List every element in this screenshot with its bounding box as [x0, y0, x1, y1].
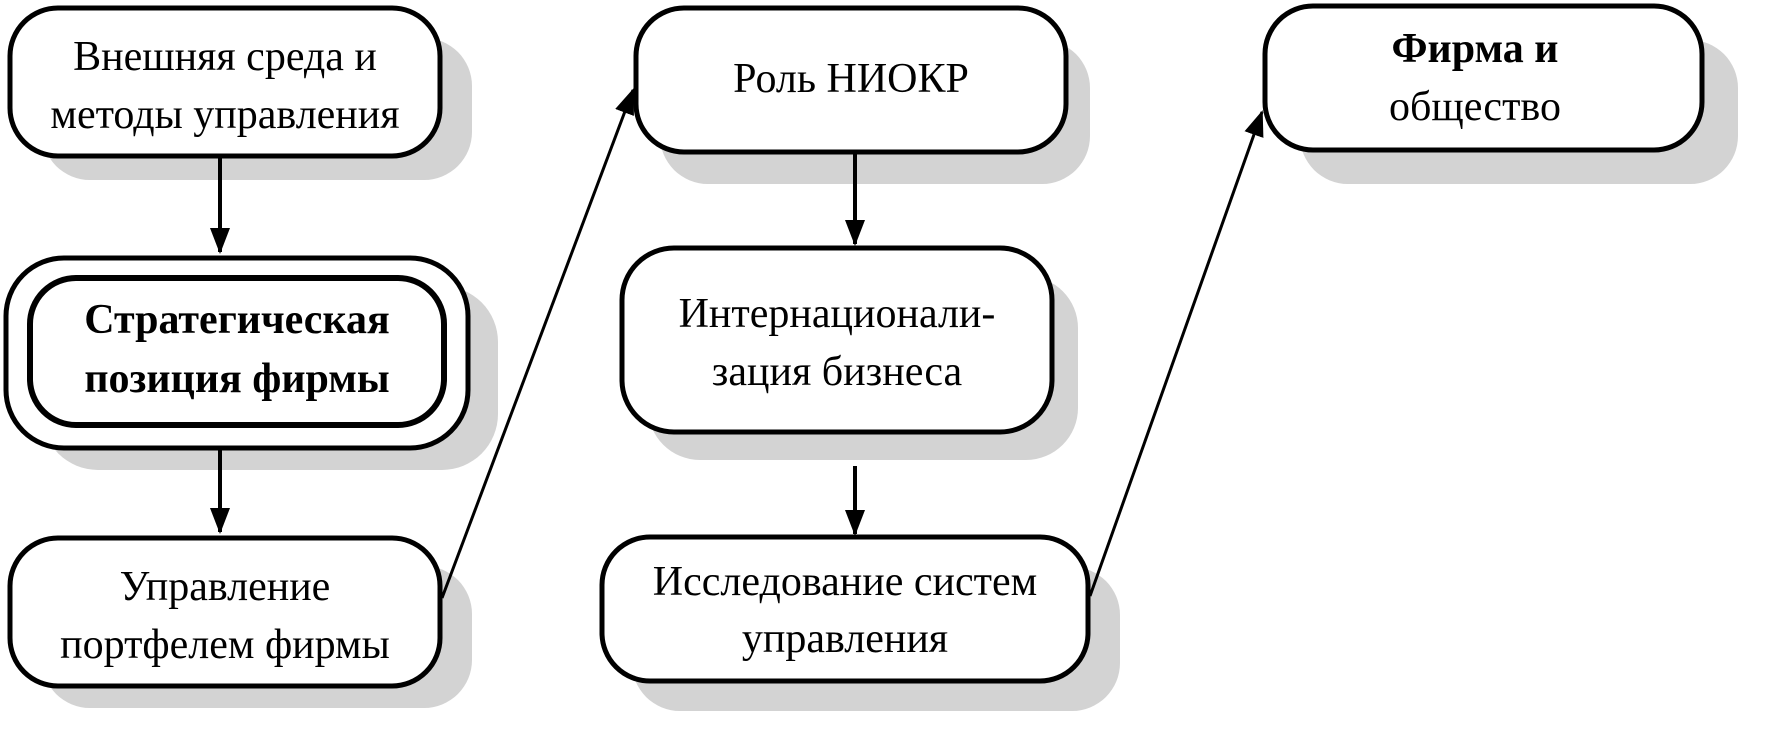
node-strategic-position-line2: позиция фирмы — [84, 356, 389, 402]
node-strategic-position: Стратегическая позиция фирмы — [84, 297, 390, 402]
arrow-research-to-firm-society — [1088, 110, 1264, 597]
node-portfolio-mgmt-line1: Управление — [120, 564, 331, 610]
node-external-env-line1: Внешняя среда и — [73, 34, 377, 80]
node-strategic-position-line1: Стратегическая — [84, 297, 390, 343]
node-internationalization-line1: Интернационали- — [679, 291, 996, 337]
node-firm-society-line1: Фирма и — [1391, 26, 1558, 72]
node-mgmt-systems-research-line1: Исследование систем — [653, 559, 1037, 605]
arrow-portfolio-to-rnd — [440, 88, 635, 599]
box-strategic-position-inner — [27, 275, 447, 428]
node-internationalization: Интернационали- зация бизнеса — [679, 291, 996, 395]
node-portfolio-mgmt: Управление портфелем фирмы — [60, 564, 390, 668]
box-rnd-role — [633, 5, 1069, 155]
node-rnd-role-line1: Роль НИОКР — [733, 56, 969, 102]
node-external-env: Внешняя среда и методы управления — [50, 34, 399, 138]
node-rnd-role: Роль НИОКР — [733, 56, 969, 102]
node-firm-society: Фирма и общество — [1389, 26, 1561, 130]
box-mgmt-systems-research — [599, 534, 1091, 684]
node-internationalization-line2: зация бизнеса — [712, 349, 963, 395]
node-mgmt-systems-research: Исследование систем управления — [653, 559, 1037, 662]
node-external-env-line2: методы управления — [50, 92, 399, 138]
node-firm-society-line2: общество — [1389, 84, 1561, 130]
node-mgmt-systems-research-line2: управления — [742, 616, 948, 662]
box-external-env — [7, 5, 443, 159]
node-portfolio-mgmt-line2: портфелем фирмы — [60, 622, 390, 668]
box-portfolio-mgmt — [7, 535, 443, 689]
box-internationalization — [619, 245, 1055, 435]
box-firm-society — [1262, 3, 1705, 153]
